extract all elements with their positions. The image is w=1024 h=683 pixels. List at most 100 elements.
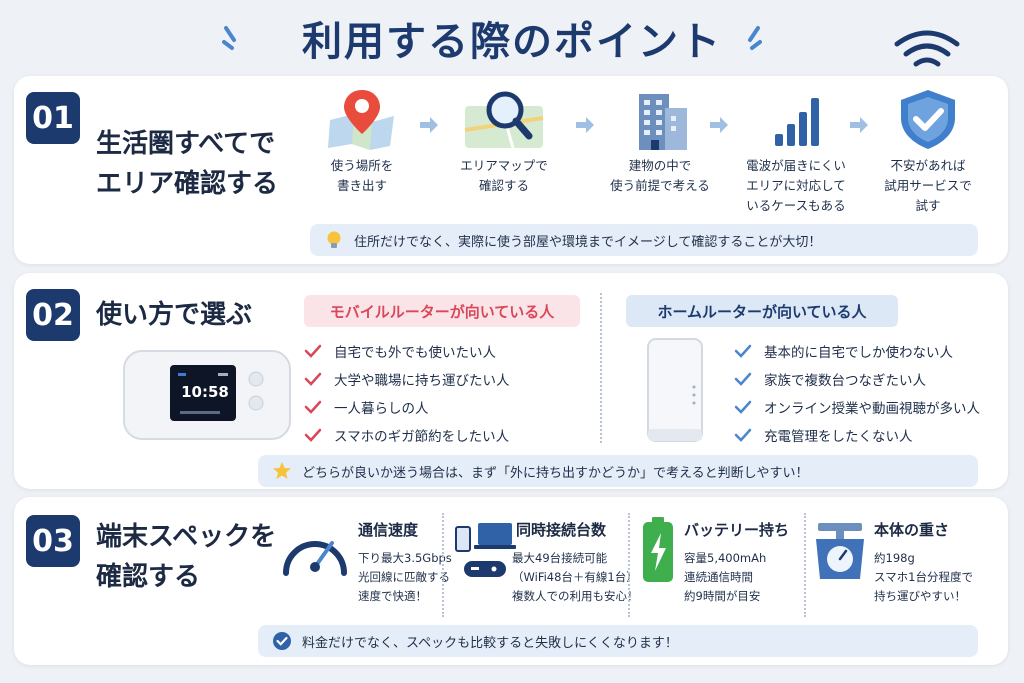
check-icon [304,400,322,414]
step-label-line: 試用サービスで [884,178,972,193]
check-text: オンライン授業や動画視聴が多い人 [764,401,980,417]
spec-line: 持ち運びやすい！ [874,589,966,603]
section-number: 02 [26,289,80,341]
home-router-pill: ホームルーターが向いている人 [626,295,898,327]
spec-title: 同時接続台数 [516,521,607,539]
heading-line: エリア確認する [96,169,279,199]
lightbulb-icon [327,231,341,248]
step-label-line: 確認する [478,178,529,193]
shield-check-icon [901,90,955,149]
section-number: 03 [26,515,80,567]
check-item: 家族で複数台つなぎたい人 [734,365,980,393]
step-label-line: エリアに対応して [746,178,846,193]
check-text: 一人暮らしの人 [334,401,429,417]
arrow-right-icon [576,117,594,133]
tip-box: 住所だけでなく、実際に使う部屋や環境までイメージして確認することが大切！ [310,224,978,256]
check-text: 充電管理をしたくない人 [764,429,913,445]
check-icon [304,428,322,442]
step-item: 電波が届きにくい エリアに対応して いるケースもある [736,86,856,216]
step-label-line: 使う場所を [330,158,394,173]
check-icon [734,428,752,442]
heading-line: 生活圏すべてで [96,129,276,159]
section-02-card: 02 使い方で選ぶ 10:58 モバイルルーターが向いている人 自宅でも外でも使… [14,273,1008,489]
arrow-right-icon [420,117,438,133]
spec-line: 連続通信時間 [684,570,753,584]
check-item: 基本的に自宅でしか使わない人 [734,337,980,365]
check-icon [734,344,752,358]
section-heading: 使い方で選ぶ [96,300,253,330]
step-label-line: 試す [915,198,941,213]
spec-line: 速度で快適！ [358,589,427,603]
device-screen-time: 10:58 [181,383,229,401]
step-label-line: 電波が届きにくい [746,158,846,173]
tip-box: 料金だけでなく、スペックも比較すると失敗しにくくなります！ [258,625,978,657]
tip-text: 住所だけでなく、実際に使う部屋や環境までイメージして確認することが大切！ [354,234,822,250]
check-item: オンライン授業や動画視聴が多い人 [734,393,980,421]
devices-icon [455,523,516,577]
step-label-line: エリアマップで [460,158,548,173]
spec-line: 約9時間が目安 [684,589,761,603]
speedometer-icon [283,541,347,576]
section-number: 01 [26,92,80,144]
spec-title: バッテリー持ち [684,521,790,539]
step-item: 使う場所を 書き出す [302,86,422,196]
spec-title: 通信速度 [358,521,419,539]
check-text: 自宅でも外でも使いたい人 [334,345,496,361]
check-icon [304,372,322,386]
heading-line: 端末スペックを [96,522,277,552]
area-map-search-icon [464,91,544,149]
step-label-line: いるケースもある [746,198,846,213]
title-row: 利用する際のポイント [0,8,1024,68]
check-text: 家族で複数台つなぎたい人 [764,373,926,389]
tip-text: 料金だけでなく、スペックも比較すると失敗しにくくなります！ [302,635,678,651]
column-divider [804,513,806,617]
spec-desc: 容量5,400mAh 連続通信時間 約9時間が目安 [684,549,766,606]
check-item: 大学や職場に持ち運びたい人 [304,365,510,393]
check-icon [734,400,752,414]
section-01-card: 01 生活圏すべてで エリア確認する 使う場所を 書き出す エリアマップで 確認… [14,76,1008,264]
spec-line: 光回線に匹敵する [358,570,450,584]
check-item: スマホのギガ節約をしたい人 [304,421,510,449]
sparkle-left-icon [222,26,236,50]
wifi-icon [894,30,960,67]
spec-line: 最大49台接続可能 [512,551,608,565]
scale-icon [816,523,864,579]
spec-title: 本体の重さ [874,521,950,539]
spec-desc: 最大49台接続可能 （WiFi48台＋有線1台） 複数人での利用も安心！ [512,549,639,606]
check-item: 自宅でも外でも使いたい人 [304,337,510,365]
check-item: 充電管理をしたくない人 [734,421,980,449]
column-divider [600,293,602,443]
spec-line: 下り最大3.5Gbps [358,551,452,565]
step-item: 建物の中で 使う前提で考える [600,86,720,196]
spec-desc: 約198g スマホ1台分程度で 持ち運びやすい！ [874,549,973,606]
check-text: 大学や職場に持ち運びたい人 [334,373,510,389]
step-label-line: 不安があれば [890,158,966,173]
column-divider [442,513,444,617]
heading-line: 確認する [96,562,201,592]
signal-bars-icon [775,98,819,146]
building-icon [639,94,687,150]
check-icon [304,344,322,358]
step-label-line: 書き出す [336,178,387,193]
sparkle-right-icon [748,26,762,50]
page-title: 利用する際のポイント [302,19,722,65]
spec-line: スマホ1台分程度で [874,570,973,584]
spec-line: 約198g [874,551,915,565]
check-icon [734,372,752,386]
spec-desc: 下り最大3.5Gbps 光回線に匹敵する 速度で快適！ [358,549,452,606]
home-checklist: 基本的に自宅でしか使わない人 家族で複数台つなぎたい人 オンライン授業や動画視聴… [734,337,980,449]
battery-icon [643,517,673,582]
home-router-image [647,338,703,442]
arrow-right-icon [850,117,868,133]
column-divider [628,513,630,617]
mobile-router-pill: モバイルルーターが向いている人 [304,295,580,327]
check-text: スマホのギガ節約をしたい人 [334,429,510,445]
mobile-checklist: 自宅でも外でも使いたい人 大学や職場に持ち運びたい人 一人暮らしの人 スマホのギ… [304,337,510,449]
step-label-line: 建物の中で [628,158,692,173]
map-pin-icon [328,90,394,150]
section-03-card: 03 端末スペックを 確認する 通信速度 下り最大3.5Gbps 光回線に匹敵す… [14,497,1008,665]
check-item: 一人暮らしの人 [304,393,510,421]
spec-line: （WiFi48台＋有線1台） [512,570,638,584]
section-heading: 生活圏すべてで エリア確認する [96,124,278,204]
star-icon [273,462,291,479]
